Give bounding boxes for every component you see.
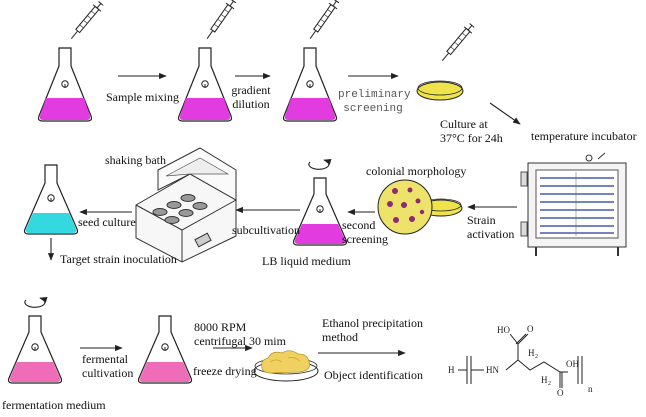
atom-o: O bbox=[527, 324, 534, 334]
label-seed-culture: seed culture bbox=[78, 215, 136, 229]
label-fermentation-medium: fermentation medium bbox=[2, 398, 106, 412]
flask-icon bbox=[177, 47, 233, 122]
label-temperature-incubator: temperature incubator bbox=[531, 129, 637, 143]
flask-icon bbox=[137, 315, 193, 384]
atom-ho: HO bbox=[497, 325, 510, 335]
colony-dot bbox=[415, 198, 421, 204]
atom-oh: OH bbox=[566, 359, 579, 369]
rotation-arrow-icon bbox=[308, 159, 332, 170]
syringe-icon bbox=[441, 23, 475, 61]
colony-plate-icon bbox=[377, 179, 433, 235]
syringe-icon bbox=[206, 0, 237, 40]
atom-h: H bbox=[448, 365, 455, 375]
label-colonial-morphology: colonial morphology bbox=[366, 164, 467, 178]
colony-dot bbox=[392, 188, 398, 194]
flask-icon bbox=[37, 47, 93, 122]
colony-dot bbox=[401, 202, 407, 208]
syringe-icon bbox=[70, 1, 104, 39]
atom-h2a: H bbox=[528, 348, 535, 358]
chemical-structure-labels: HO O H HN H 2 H 2 O OH n bbox=[448, 324, 593, 398]
arrow-icon bbox=[47, 72, 521, 357]
petri-dish-icon bbox=[416, 80, 464, 101]
label-shaking-bath: shaking bath bbox=[105, 153, 166, 167]
atom-o2: O bbox=[557, 388, 564, 398]
chemical-structure bbox=[458, 333, 583, 388]
label-lb-liquid-medium: LB liquid medium bbox=[262, 254, 351, 268]
flask-icon bbox=[282, 47, 338, 122]
syringe-icon bbox=[309, 0, 340, 40]
atom-h2a-sub: 2 bbox=[535, 354, 538, 360]
rotation-arrow-icon bbox=[24, 297, 48, 308]
shaking-bath-icon bbox=[135, 147, 237, 263]
flask-icon bbox=[7, 315, 63, 384]
atom-nh: HN bbox=[486, 365, 499, 375]
label-ethanol-precipitation: Ethanol precipitation method bbox=[322, 316, 423, 344]
atom-h2b-sub: 2 bbox=[548, 381, 551, 387]
flask-icon bbox=[292, 177, 348, 246]
product-dish-icon bbox=[253, 350, 319, 382]
flask-icon bbox=[23, 164, 79, 235]
label-target-strain-inoculation: Target strain inoculation bbox=[60, 252, 177, 266]
incubator-icon bbox=[520, 152, 627, 256]
label-object-identification: Object identification bbox=[324, 368, 423, 382]
colony-dot bbox=[387, 201, 393, 207]
label-sample-mixing: Sample mixing bbox=[106, 90, 179, 104]
repeat-n: n bbox=[588, 384, 593, 394]
label-freeze-drying: freeze drying bbox=[193, 364, 257, 378]
atom-h2b: H bbox=[541, 375, 548, 385]
colony-dot bbox=[393, 217, 399, 223]
colony-dot bbox=[407, 187, 413, 193]
label-subcultivation: subcultivation bbox=[232, 223, 300, 237]
colony-dot bbox=[409, 216, 415, 222]
colony-dot bbox=[419, 209, 425, 215]
